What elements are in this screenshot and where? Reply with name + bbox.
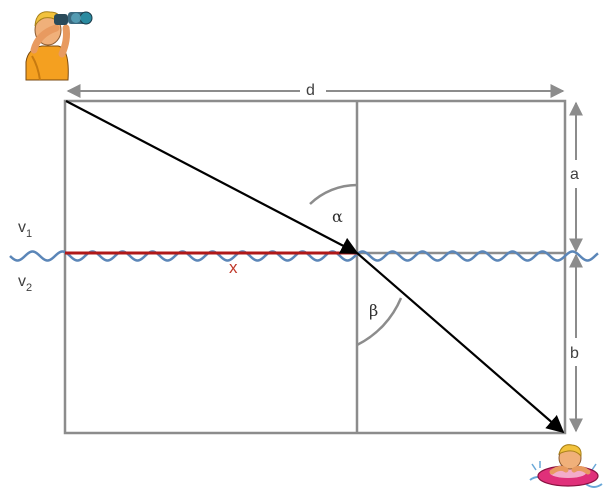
label-b: b — [570, 345, 579, 362]
incident-ray — [65, 100, 359, 254]
beta-arc — [356, 297, 403, 347]
swimmer-in-ring-icon — [529, 444, 603, 488]
refracted-ray — [356, 252, 565, 434]
label-a: a — [570, 166, 579, 183]
label-d: d — [306, 82, 315, 99]
label-v2: v2 — [18, 273, 32, 294]
label-v1: v1 — [18, 219, 32, 240]
label-beta: β — [369, 301, 378, 320]
lifeguard-with-binoculars-icon — [25, 11, 93, 81]
alpha-arc — [309, 183, 358, 205]
label-x: x — [229, 258, 238, 277]
outer-frame — [63, 99, 567, 435]
label-alpha: α — [332, 207, 343, 226]
